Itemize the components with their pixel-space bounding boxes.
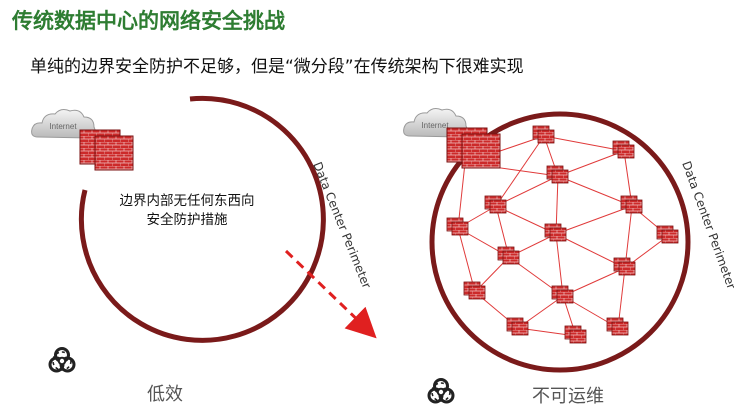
firewall-icon: [620, 195, 643, 214]
inner-note: 边界内部无任何东西向 安全防护措施: [112, 192, 262, 230]
right-perimeter-circle: [429, 111, 691, 373]
firewall-icon: [612, 140, 635, 159]
inner-note-line2: 安全防护措施: [146, 212, 228, 228]
cloud-icon: Internet: [403, 108, 468, 138]
firewall-icon: [79, 129, 134, 171]
biohazard-icon: [427, 378, 455, 404]
firewall-icon: [546, 165, 569, 184]
caption-unmanageable: 不可运维: [532, 386, 604, 407]
inner-note-line1: 边界内部无任何东西向: [119, 193, 255, 209]
firewall-icon: [497, 246, 520, 265]
firewall-icon: [446, 217, 469, 236]
firewall-icon: [544, 223, 567, 242]
firewall-icon: [656, 225, 679, 244]
firewall-icon: [606, 317, 629, 336]
page-subtitle: 单纯的边界安全防护不足够，但是“微分段”在传统架构下很难实现: [30, 57, 524, 77]
caption-inefficient: 低效: [147, 384, 183, 405]
dashed-arrow-icon: [284, 249, 377, 339]
firewall-icon: [446, 127, 501, 169]
cloud-label: Internet: [421, 121, 449, 130]
cloud-label: Internet: [49, 122, 77, 131]
firewall-icon: [551, 285, 574, 304]
firewall-icon: [506, 317, 529, 336]
biohazard-icon: [48, 347, 76, 373]
cloud-icon: Internet: [31, 109, 96, 139]
firewall-icon: [564, 325, 587, 344]
perimeter-label: Data Center Perimeter: [310, 160, 374, 291]
firewall-icon: [532, 125, 555, 144]
page-title: 传统数据中心的网络安全挑战: [12, 9, 285, 33]
left-perimeter-circle: [78, 95, 326, 343]
firewall-icon: [613, 257, 636, 276]
